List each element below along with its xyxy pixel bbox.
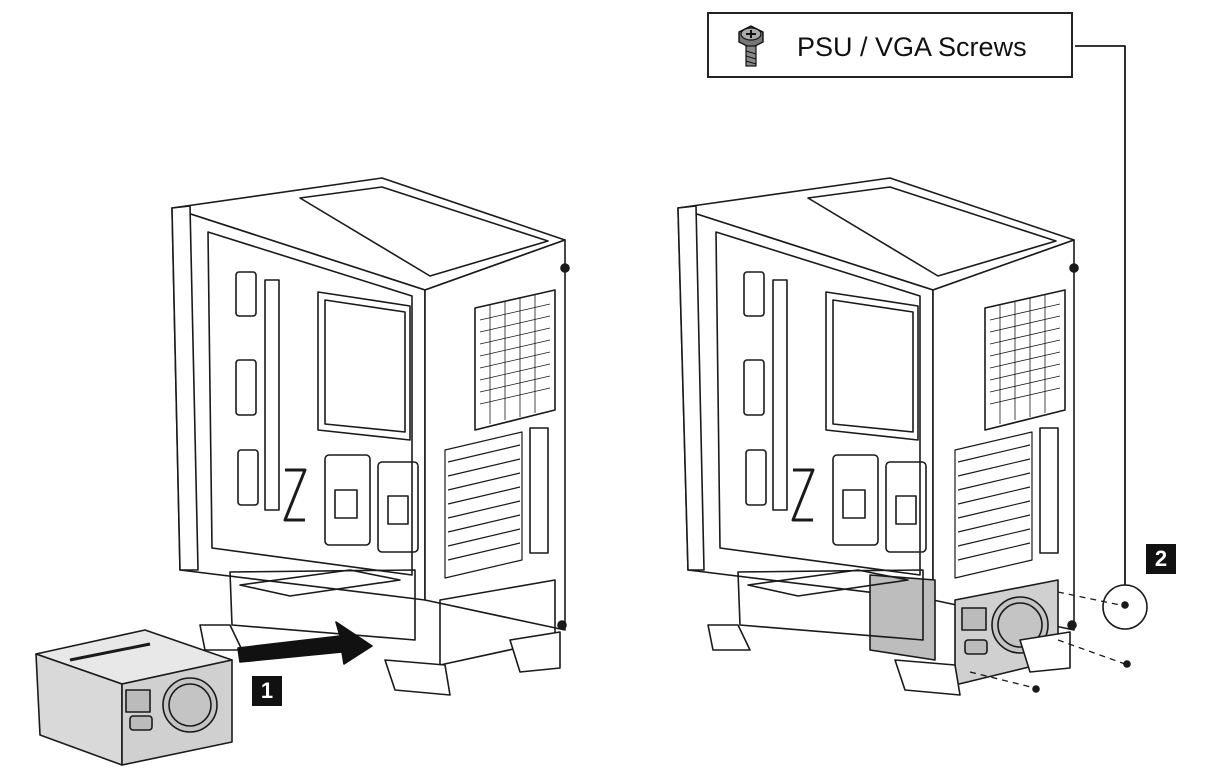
- right-case: [677, 177, 1131, 696]
- screw-label-box: PSU / VGA Screws: [707, 12, 1073, 78]
- left-case: [171, 177, 570, 696]
- psu-unit: [35, 629, 233, 766]
- insert-arrow: [237, 621, 373, 665]
- screw-label-text: PSU / VGA Screws: [797, 32, 1027, 62]
- step-1-badge: 1: [252, 676, 282, 706]
- screw-icon: [738, 25, 764, 67]
- callout-leader-line: [1075, 45, 1126, 585]
- step-2-badge: 2: [1146, 544, 1176, 574]
